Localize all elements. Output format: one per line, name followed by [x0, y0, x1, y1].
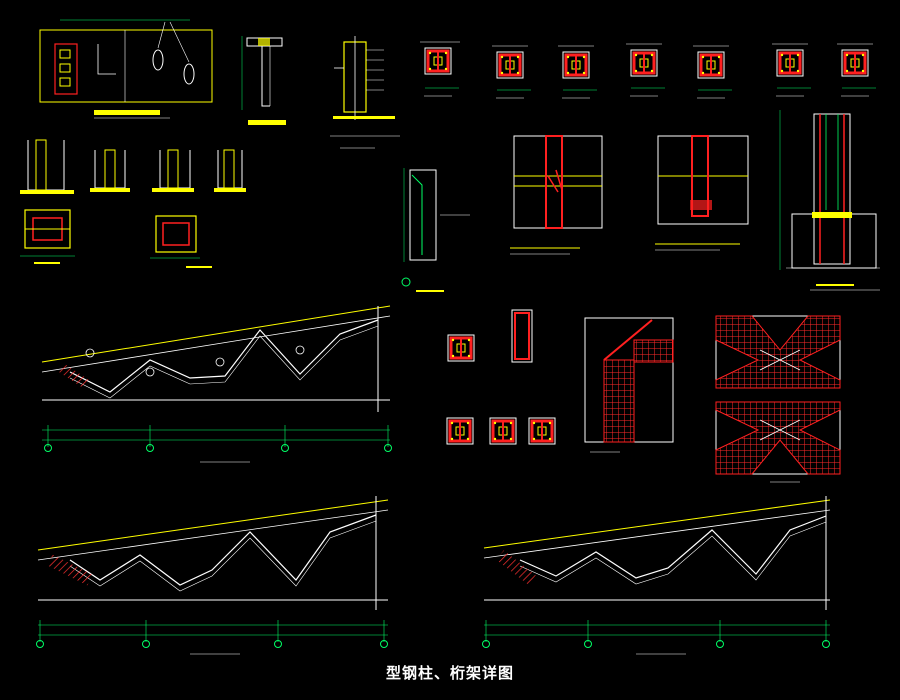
beam-column-joint-right	[655, 135, 749, 251]
baseplate-detail	[39, 19, 213, 119]
beam-column-joint-left	[510, 135, 603, 255]
tall-column-elevation	[779, 110, 880, 291]
x-node-detail-bottom	[715, 401, 841, 483]
column-section-row	[420, 41, 876, 99]
drawing-title: 型钢柱、桁架详图	[385, 664, 514, 682]
truss-elevation-3	[482, 496, 831, 655]
base-stiffener-details	[20, 139, 246, 268]
tapered-column-elevation	[401, 168, 470, 292]
truss-elevation-1	[41, 305, 392, 463]
joint-elevation	[330, 36, 400, 149]
small-sections-middle	[445, 309, 557, 446]
node-detail-hatched	[584, 317, 674, 453]
column-cap-detail	[241, 36, 286, 125]
x-node-detail-top	[715, 315, 841, 389]
truss-elevation-2	[36, 496, 389, 655]
